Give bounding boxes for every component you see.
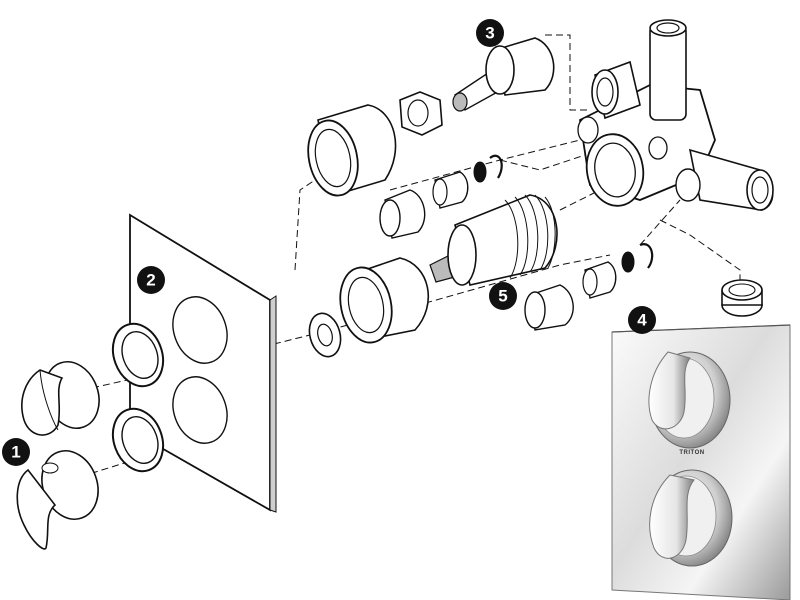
flow-cartridge bbox=[452, 37, 555, 112]
callout-2: 2 bbox=[137, 266, 165, 294]
callout-1: 1 bbox=[2, 438, 30, 466]
faceplate-brand: TRITON bbox=[679, 450, 704, 456]
callout-3-number: 3 bbox=[485, 24, 494, 43]
lower-handle bbox=[16, 450, 99, 550]
seal-ring-lower bbox=[111, 407, 165, 473]
check-valve-lower bbox=[524, 243, 654, 331]
upper-shroud bbox=[307, 104, 397, 197]
callout-2-number: 2 bbox=[146, 271, 155, 290]
backplate bbox=[129, 213, 277, 513]
check-valve-upper bbox=[379, 154, 503, 239]
upper-handle bbox=[21, 361, 100, 436]
callout-5: 5 bbox=[489, 282, 517, 310]
callout-3: 3 bbox=[476, 19, 504, 47]
stop-plug bbox=[721, 279, 763, 317]
callout-5-number: 5 bbox=[498, 287, 507, 306]
finished-shower-faceplate: TRITON bbox=[611, 324, 791, 600]
callout-4: 4 bbox=[628, 306, 656, 334]
valve-body bbox=[577, 19, 774, 211]
seal-ring-upper bbox=[111, 322, 165, 388]
callout-1-number: 1 bbox=[11, 443, 20, 462]
lower-retaining-nut bbox=[308, 312, 342, 358]
lower-shroud bbox=[339, 257, 430, 344]
callout-4-number: 4 bbox=[637, 311, 647, 330]
hex-nut bbox=[399, 91, 443, 136]
thermostatic-cartridge bbox=[429, 194, 558, 286]
